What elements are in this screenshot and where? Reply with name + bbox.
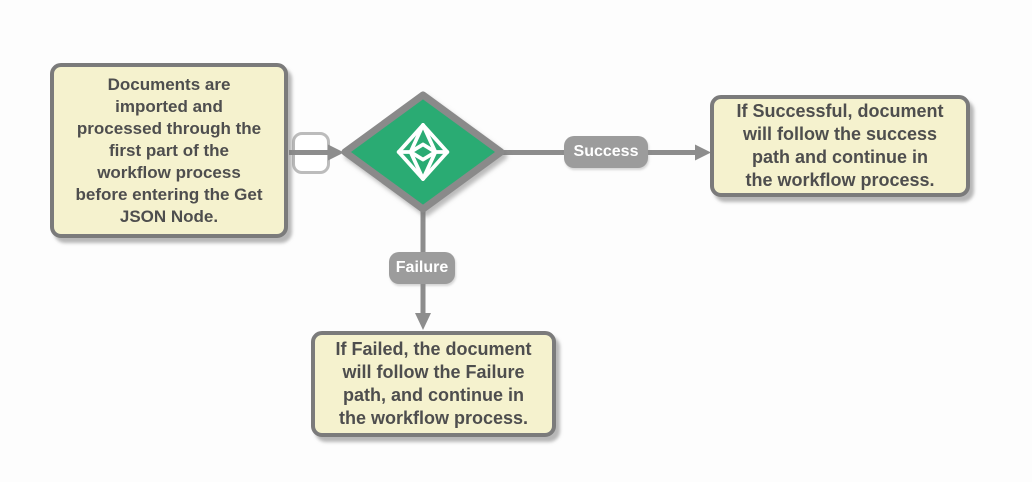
decision-diamond-shape[interactable]	[338, 90, 508, 215]
decision-node-get-json[interactable]	[338, 90, 508, 215]
arrow-left-to-decision[interactable]	[289, 144, 344, 161]
note-failure-outcome[interactable]: If Failed, the document will follow the …	[311, 331, 556, 437]
arrowhead-icon	[415, 313, 431, 330]
note-documents-imported[interactable]: Documents are imported and processed thr…	[50, 63, 288, 238]
note-text: If Failed, the document will follow the …	[335, 339, 532, 428]
arrowhead-icon	[695, 144, 711, 161]
note-text: If Successful, document will follow the …	[736, 101, 944, 190]
success-label[interactable]: Success	[564, 136, 648, 168]
note-text: Documents are imported and processed thr…	[75, 74, 263, 226]
cube-wireframe-icon	[396, 123, 450, 181]
failure-label[interactable]: Failure	[389, 252, 455, 284]
note-success-outcome[interactable]: If Successful, document will follow the …	[710, 95, 970, 197]
arrowhead-icon	[328, 144, 344, 161]
